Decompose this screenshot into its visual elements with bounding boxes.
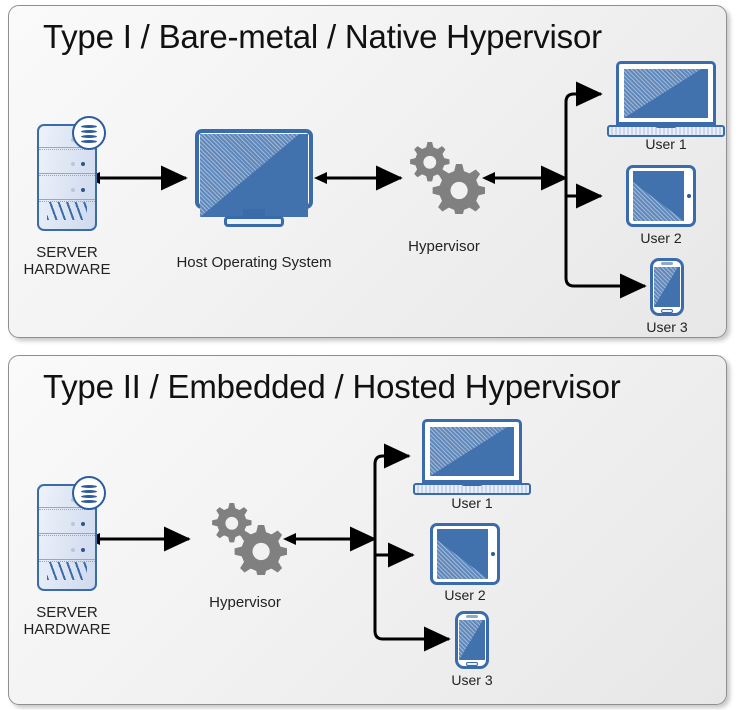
user-2-caption-p2: User 2 [444,587,486,603]
tablet-icon [626,165,696,227]
branch-to-user-1 [564,81,603,178]
node-user-2-p2[interactable] [430,523,500,585]
desktop-monitor-icon [195,129,313,229]
node-user-2[interactable] [626,165,696,227]
smartphone-icon [650,258,684,316]
server-rack-icon [37,116,106,231]
server-rack-icon [37,476,106,591]
panel-1-title: Type I / Bare-metal / Native Hypervisor [43,18,602,55]
database-badge-icon [72,476,106,510]
user-1-caption: User 1 [645,136,687,152]
panel-type-1-hypervisor: Type I / Bare-metal / Native Hypervisor [8,5,727,338]
node-user-3-p2[interactable] [455,611,489,669]
branch-to-user-1-p2 [373,443,411,539]
database-badge-icon [72,116,106,150]
node-server-hardware-2[interactable] [37,476,106,591]
smartphone-icon [455,611,489,669]
node-server-hardware[interactable] [37,116,106,231]
hypervisor-caption-2: Hypervisor [209,594,281,611]
laptop-icon [607,61,725,137]
gears-icon [410,142,486,217]
panel-type-2-hypervisor: Type II / Embedded / Hosted Hypervisor [8,355,727,705]
gears-icon [212,503,288,578]
panel-2-title: Type II / Embedded / Hosted Hypervisor [43,368,621,405]
panel-2-connectors [87,443,451,652]
tablet-icon [430,523,500,585]
hypervisor-caption: Hypervisor [408,238,480,255]
node-host-operating-system[interactable] [195,129,313,229]
user-3-caption: User 3 [646,319,688,335]
node-user-1[interactable] [607,61,725,137]
user-2-caption: User 2 [640,230,682,246]
laptop-icon [413,419,531,495]
server-caption-2: SERVER HARDWARE [23,604,111,639]
node-user-1-p2[interactable] [413,419,531,495]
user-1-caption-p2: User 1 [451,495,493,511]
node-hypervisor[interactable] [403,142,486,219]
node-hypervisor-2[interactable] [205,503,288,580]
node-user-3[interactable] [650,258,684,316]
user-3-caption-p2: User 3 [451,672,493,688]
arrowhead-to-host-os [314,172,327,184]
server-caption: SERVER HARDWARE [23,244,111,279]
host-os-caption: Host Operating System [176,254,332,271]
